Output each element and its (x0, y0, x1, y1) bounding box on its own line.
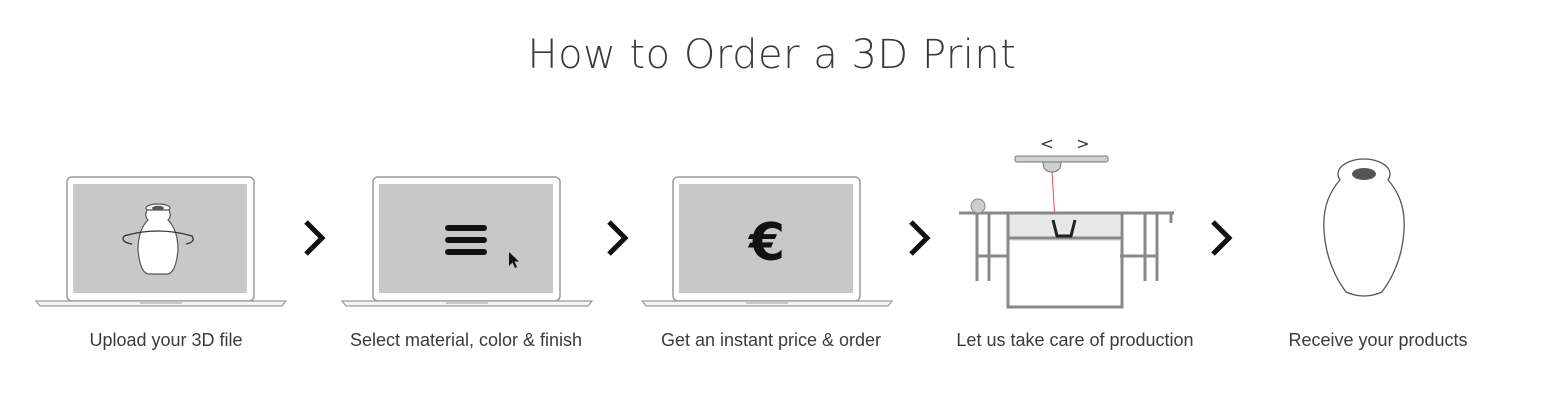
laptop-icon: € (640, 176, 894, 307)
page-title: How to Order a 3D Print (527, 32, 1017, 78)
svg-text:<: < (1040, 134, 1053, 153)
laptop-icon (340, 176, 594, 307)
step-label: Receive your products (1288, 330, 1468, 350)
step-label: Select material, color & finish (349, 330, 583, 350)
step-label: Upload your 3D file (89, 330, 243, 350)
cursor-icon (509, 252, 519, 268)
vase-icon (1323, 158, 1405, 297)
chevron-right-icon (304, 220, 326, 256)
step-price: € Get an instant price & order (621, 120, 921, 360)
step-receive: Receive your products (1228, 120, 1528, 360)
chevron-right-icon (1211, 220, 1233, 256)
step-label: Get an instant price & order (660, 330, 882, 350)
chevron-right-icon (607, 220, 629, 256)
step-label: Let us take care of production (956, 330, 1194, 350)
vase-rotate-icon (122, 203, 194, 275)
step-upload: Upload your 3D file (16, 120, 316, 360)
3d-printer-icon: < > (959, 134, 1174, 309)
step-production: < > Let us take care of production (925, 120, 1225, 360)
euro-icon: € (748, 213, 785, 273)
laptop-icon (34, 176, 288, 307)
menu-icon (445, 225, 487, 255)
step-select-material: Select material, color & finish (320, 120, 620, 360)
svg-text:>: > (1076, 134, 1089, 153)
chevron-right-icon (909, 220, 931, 256)
